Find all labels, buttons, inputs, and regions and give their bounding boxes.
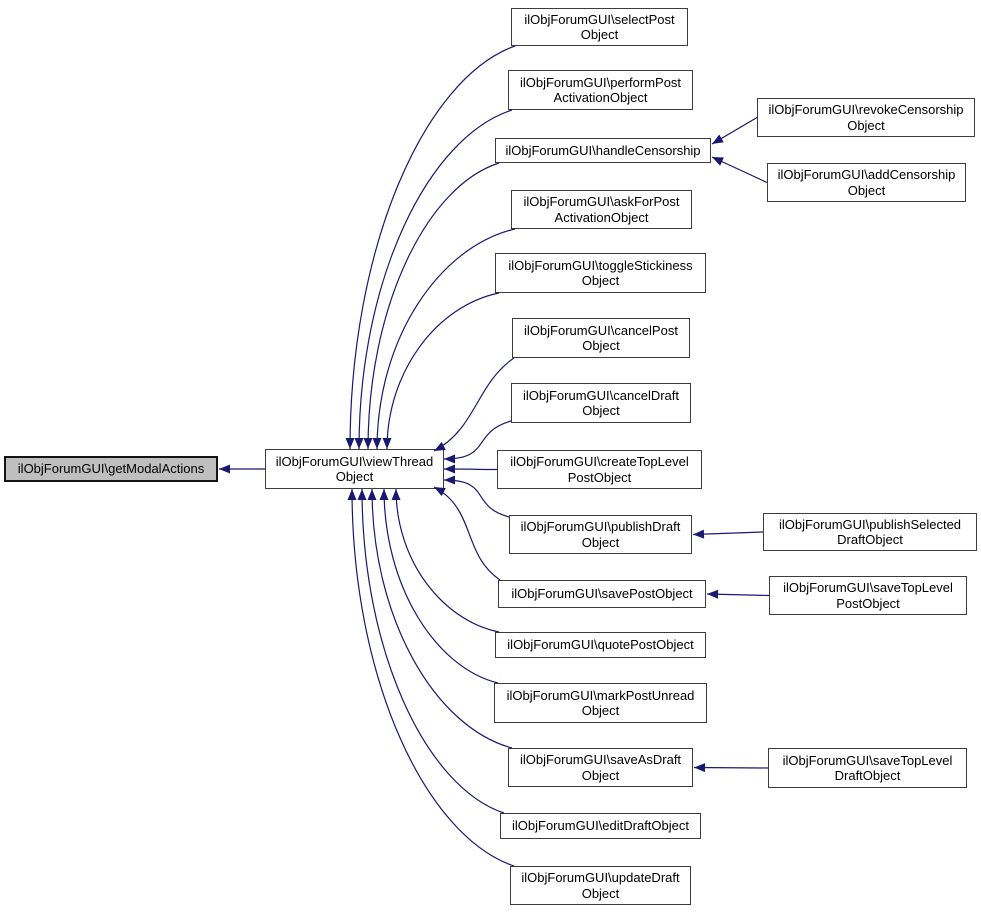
graph-node-handleCensorship[interactable]: ilObjForumGUI\handleCensorship <box>495 138 711 163</box>
arrowhead <box>379 489 389 500</box>
edge-publishSelected-publishDraft <box>692 531 764 536</box>
node-label-line: ilObjForumGUI\cancelPost <box>524 322 678 338</box>
edge-quotePost-viewThread <box>395 488 500 633</box>
node-label-line: Object <box>847 182 886 198</box>
arrowhead <box>357 489 367 500</box>
node-label-line: ilObjForumGUI\publishDraft <box>520 519 681 534</box>
node-label-line: DraftObject <box>834 768 901 783</box>
arrowhead <box>382 438 392 449</box>
node-label-line: ilObjForumGUI\performPost <box>519 74 682 90</box>
arrowhead <box>367 489 377 500</box>
node-label-line: ilObjForumGUI\publishSelected <box>778 516 962 532</box>
arrowhead <box>391 489 401 500</box>
edge-createTopLevel-viewThread <box>443 468 498 471</box>
node-label-line: Object <box>581 273 620 288</box>
edge-saveAsDraft-viewThread <box>371 488 513 749</box>
arrowhead <box>444 454 455 464</box>
graph-node-savePost[interactable]: ilObjForumGUI\savePostObject <box>498 580 706 608</box>
node-label-line: ilObjForumGUI\askForPost <box>523 194 680 209</box>
arrowhead <box>712 134 724 144</box>
node-label-line: ilObjForumGUI\selectPost <box>524 11 675 27</box>
edge-saveTopLevelDraft-saveAsDraft <box>693 766 769 769</box>
arrowhead <box>219 464 230 474</box>
arrowhead <box>363 438 373 449</box>
node-label-line: Object <box>580 27 619 42</box>
node-label-line: ilObjForumGUI\createTopLevel <box>510 454 689 469</box>
edge-handleCensorship-viewThread <box>367 162 500 450</box>
node-label-line: PostObject <box>567 469 632 485</box>
graph-node-quotePost[interactable]: ilObjForumGUI\quotePostObject <box>495 632 706 658</box>
edge-markPostUnread-viewThread <box>383 488 499 684</box>
node-label-line: Object <box>581 703 620 718</box>
edge-addCensorship-handleCensorship <box>711 156 768 184</box>
node-label-line: Object <box>582 403 620 418</box>
arrowhead <box>354 438 364 449</box>
arrowhead <box>347 489 357 500</box>
graph-node-getModalActions[interactable]: ilObjForumGUI\getModalActions <box>4 456 218 482</box>
node-label-line: ilObjForumGUI\markPostUnread <box>506 687 695 703</box>
edge-cancelPost-viewThread <box>433 357 515 452</box>
node-label-line: ActivationObject <box>554 209 649 225</box>
node-label-line: ilObjForumGUI\addCensorship <box>777 167 956 182</box>
node-label-line: ilObjForumGUI\saveAsDraft <box>519 752 682 767</box>
node-label-line: PostObject <box>836 595 900 611</box>
node-label-line: ilObjForumGUI\quotePostObject <box>507 637 694 653</box>
node-label-line: ilObjForumGUI\toggleStickiness <box>508 257 693 273</box>
node-label-line: ilObjForumGUI\cancelDraft <box>522 387 680 403</box>
node-label-line: ActivationObject <box>553 90 648 105</box>
node-label-line: DraftObject <box>837 532 903 547</box>
edge-updateDraft-viewThread <box>351 488 515 867</box>
node-label-line: Object <box>335 469 374 484</box>
arrowhead <box>345 438 355 449</box>
edge-revokeCensorship-handleCensorship <box>711 116 758 145</box>
arrowhead <box>444 464 455 474</box>
arrowhead <box>444 475 455 485</box>
edge-editDraft-viewThread <box>361 488 505 814</box>
node-label-line: Object <box>581 885 620 901</box>
node-label-line: Object <box>847 117 885 133</box>
node-label-line: Object <box>581 767 620 783</box>
node-label-line: Object <box>582 338 620 353</box>
node-label-line: ilObjForumGUI\savePostObject <box>511 586 693 602</box>
node-label-line: Object <box>581 534 620 550</box>
graph-node-editDraft[interactable]: ilObjForumGUI\editDraftObject <box>500 813 701 839</box>
edge-savePost-viewThread <box>433 486 501 581</box>
node-label-line: ilObjForumGUI\viewThread <box>275 453 434 469</box>
arrowhead <box>707 589 719 599</box>
arrowhead <box>693 529 705 539</box>
node-label-line: ilObjForumGUI\saveTopLevel <box>783 580 953 595</box>
arrowhead <box>694 763 706 773</box>
edge-toggleStickiness-viewThread <box>386 292 500 450</box>
node-label-line: ilObjForumGUI\updateDraft <box>521 870 680 885</box>
node-label-line: ilObjForumGUI\getModalActions <box>17 461 205 477</box>
edge-saveTopLevelPost-savePost <box>706 593 770 597</box>
node-label-line: ilObjForumGUI\revokeCensorship <box>768 102 964 117</box>
node-label-line: ilObjForumGUI\handleCensorship <box>505 142 701 158</box>
node-label-line: ilObjForumGUI\saveTopLevel <box>782 752 953 768</box>
edge-selectPost-viewThread <box>349 45 516 450</box>
node-label-line: ilObjForumGUI\editDraftObject <box>512 818 689 834</box>
edge-performPost-viewThread <box>358 109 513 450</box>
arrowhead <box>712 157 724 166</box>
arrowhead <box>372 438 382 449</box>
